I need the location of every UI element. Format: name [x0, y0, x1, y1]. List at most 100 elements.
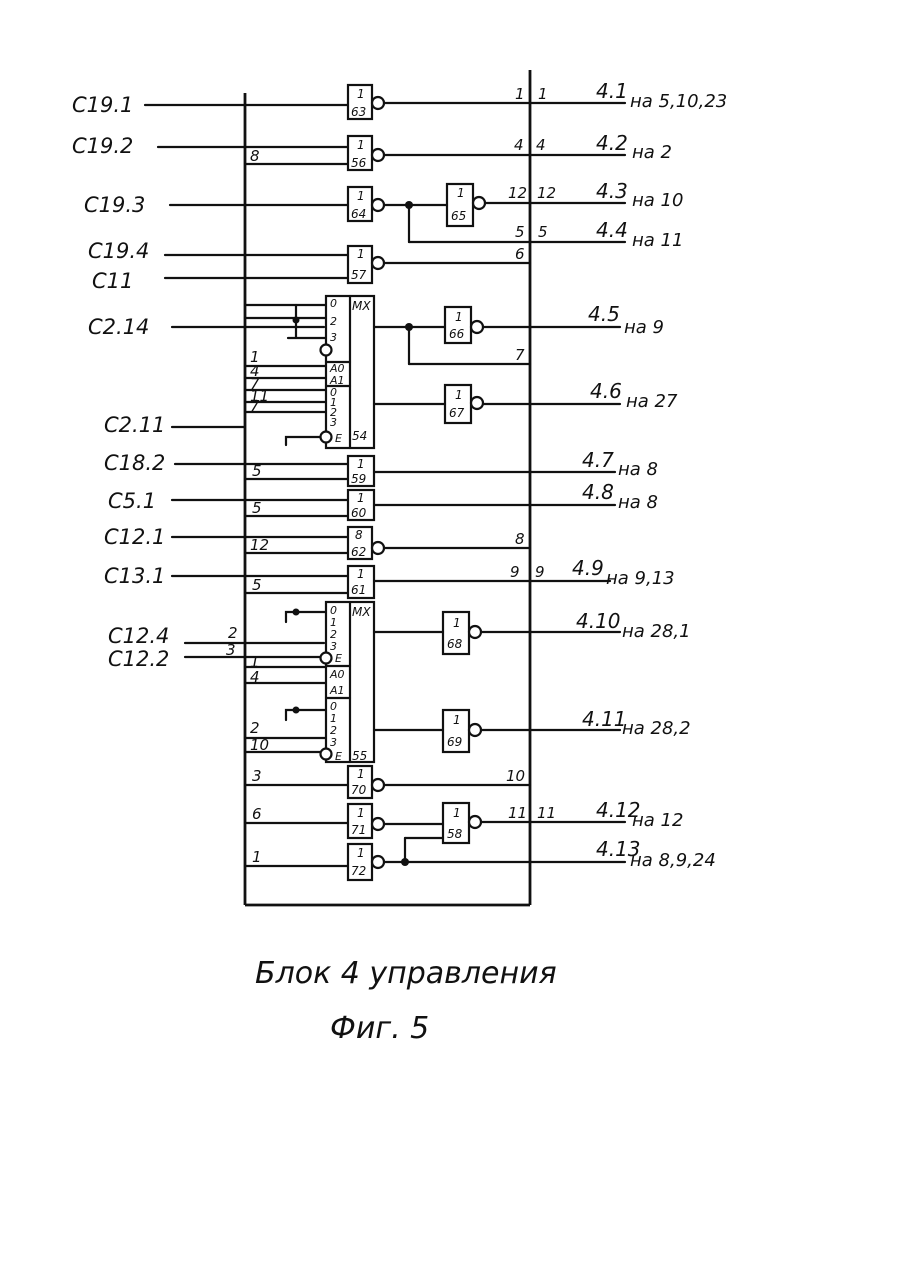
svg-text:7: 7: [515, 346, 525, 364]
bus-number: 3: [226, 641, 236, 659]
svg-text:66: 66: [449, 327, 465, 341]
svg-text:11: 11: [508, 804, 527, 822]
svg-text:2: 2: [330, 315, 337, 328]
svg-text:61: 61: [351, 583, 366, 597]
svg-text:9: 9: [510, 563, 520, 581]
svg-text:1: 1: [357, 247, 365, 261]
svg-text:68: 68: [447, 637, 463, 651]
svg-text:67: 67: [449, 406, 465, 420]
svg-text:на 9,13: на 9,13: [606, 568, 675, 589]
svg-text:на 10: на 10: [632, 190, 683, 211]
bus-number: 1: [252, 848, 262, 866]
svg-text:8: 8: [355, 528, 363, 542]
svg-text:E: E: [335, 432, 342, 445]
bus-number: 10: [250, 736, 269, 754]
bus-number: 5: [252, 499, 262, 517]
input-label: С11: [92, 269, 133, 293]
svg-text:71: 71: [351, 823, 366, 837]
svg-text:на 8: на 8: [618, 459, 658, 480]
svg-text:4.4: 4.4: [596, 218, 628, 242]
svg-text:11: 11: [537, 804, 556, 822]
figure-caption: Блок 4 управления Фиг. 5: [255, 956, 557, 1046]
input-wires: [145, 105, 348, 657]
svg-text:MX: MX: [352, 299, 371, 313]
bus-number: 8: [250, 147, 260, 165]
svg-text:на 5,10,23: на 5,10,23: [630, 91, 727, 112]
svg-text:4.3: 4.3: [596, 179, 628, 203]
bus-number: 7: [250, 397, 260, 415]
svg-text:65: 65: [451, 209, 466, 223]
svg-text:4.10: 4.10: [576, 609, 621, 633]
svg-text:55: 55: [352, 749, 367, 763]
svg-text:6: 6: [515, 245, 525, 263]
svg-text:E: E: [335, 652, 342, 665]
caption-figure: Фиг. 5: [330, 1011, 429, 1046]
svg-text:на 28,1: на 28,1: [622, 621, 691, 642]
svg-text:12: 12: [537, 184, 556, 202]
bus-number: 2: [228, 624, 238, 642]
svg-text:E: E: [335, 750, 342, 763]
svg-text:1: 1: [455, 310, 463, 324]
bus-number: 6: [252, 805, 262, 823]
svg-text:1: 1: [455, 388, 463, 402]
svg-text:1: 1: [538, 85, 548, 103]
svg-text:1: 1: [357, 87, 365, 101]
svg-text:0: 0: [330, 297, 337, 310]
svg-text:5: 5: [515, 223, 525, 241]
svg-text:на 27: на 27: [626, 391, 678, 412]
svg-text:4.8: 4.8: [582, 480, 614, 504]
input-label: С19.4: [88, 239, 149, 263]
svg-text:1: 1: [453, 806, 461, 820]
svg-text:59: 59: [351, 472, 366, 486]
svg-text:1: 1: [357, 189, 365, 203]
svg-text:3: 3: [330, 416, 337, 429]
bus-number: 4: [250, 668, 260, 686]
input-label: С12.2: [108, 647, 169, 671]
svg-text:5: 5: [538, 223, 548, 241]
svg-text:4.7: 4.7: [582, 448, 614, 472]
input-labels: С19.1 С19.2 С19.3 С19.4 С11 С2.14 С2.11 …: [72, 93, 169, 671]
input-label: С13.1: [104, 564, 165, 588]
svg-text:3: 3: [330, 331, 337, 344]
input-label: С19.1: [72, 93, 133, 117]
svg-text:1: 1: [457, 186, 465, 200]
svg-text:4.9: 4.9: [572, 556, 604, 580]
mux-54: MX 0 2 3 A0 A1 0 1 2 3 E 54: [321, 296, 375, 448]
svg-text:A1: A1: [329, 684, 345, 697]
input-label: С18.2: [104, 451, 165, 475]
svg-text:12: 12: [508, 184, 527, 202]
svg-text:56: 56: [351, 156, 367, 170]
svg-text:1: 1: [357, 138, 365, 152]
bus-number: 5: [252, 462, 262, 480]
bus-number: 5: [252, 576, 262, 594]
input-label: С12.4: [108, 624, 169, 648]
output-labels: 4.1 на 5,10,23 4.2 на 2 4.3 на 10 4.4 на…: [572, 79, 727, 871]
svg-text:69: 69: [447, 735, 462, 749]
svg-text:54: 54: [352, 429, 367, 443]
svg-text:9: 9: [535, 563, 545, 581]
svg-text:на 2: на 2: [632, 142, 672, 163]
svg-text:1: 1: [453, 616, 461, 630]
svg-text:60: 60: [351, 506, 367, 520]
svg-text:58: 58: [447, 827, 463, 841]
svg-text:70: 70: [351, 783, 367, 797]
gates-middle-column: 1 65 1 66 1 67 1 68 1 69 1 58: [443, 184, 485, 843]
svg-text:4: 4: [514, 136, 524, 154]
input-label: С5.1: [108, 489, 156, 513]
svg-text:1: 1: [453, 713, 461, 727]
svg-text:4: 4: [536, 136, 546, 154]
svg-text:10: 10: [506, 767, 525, 785]
svg-text:4.11: 4.11: [582, 707, 627, 731]
bus-number: 3: [252, 767, 262, 785]
svg-text:63: 63: [351, 105, 366, 119]
svg-text:на 28,2: на 28,2: [622, 718, 691, 739]
svg-text:на 8,9,24: на 8,9,24: [630, 850, 716, 871]
svg-text:на 12: на 12: [632, 810, 683, 831]
svg-text:8: 8: [515, 530, 525, 548]
svg-text:4.2: 4.2: [596, 131, 628, 155]
svg-text:MX: MX: [352, 605, 371, 619]
svg-text:1: 1: [357, 846, 365, 860]
svg-text:A0: A0: [329, 668, 345, 681]
svg-text:64: 64: [351, 207, 366, 221]
